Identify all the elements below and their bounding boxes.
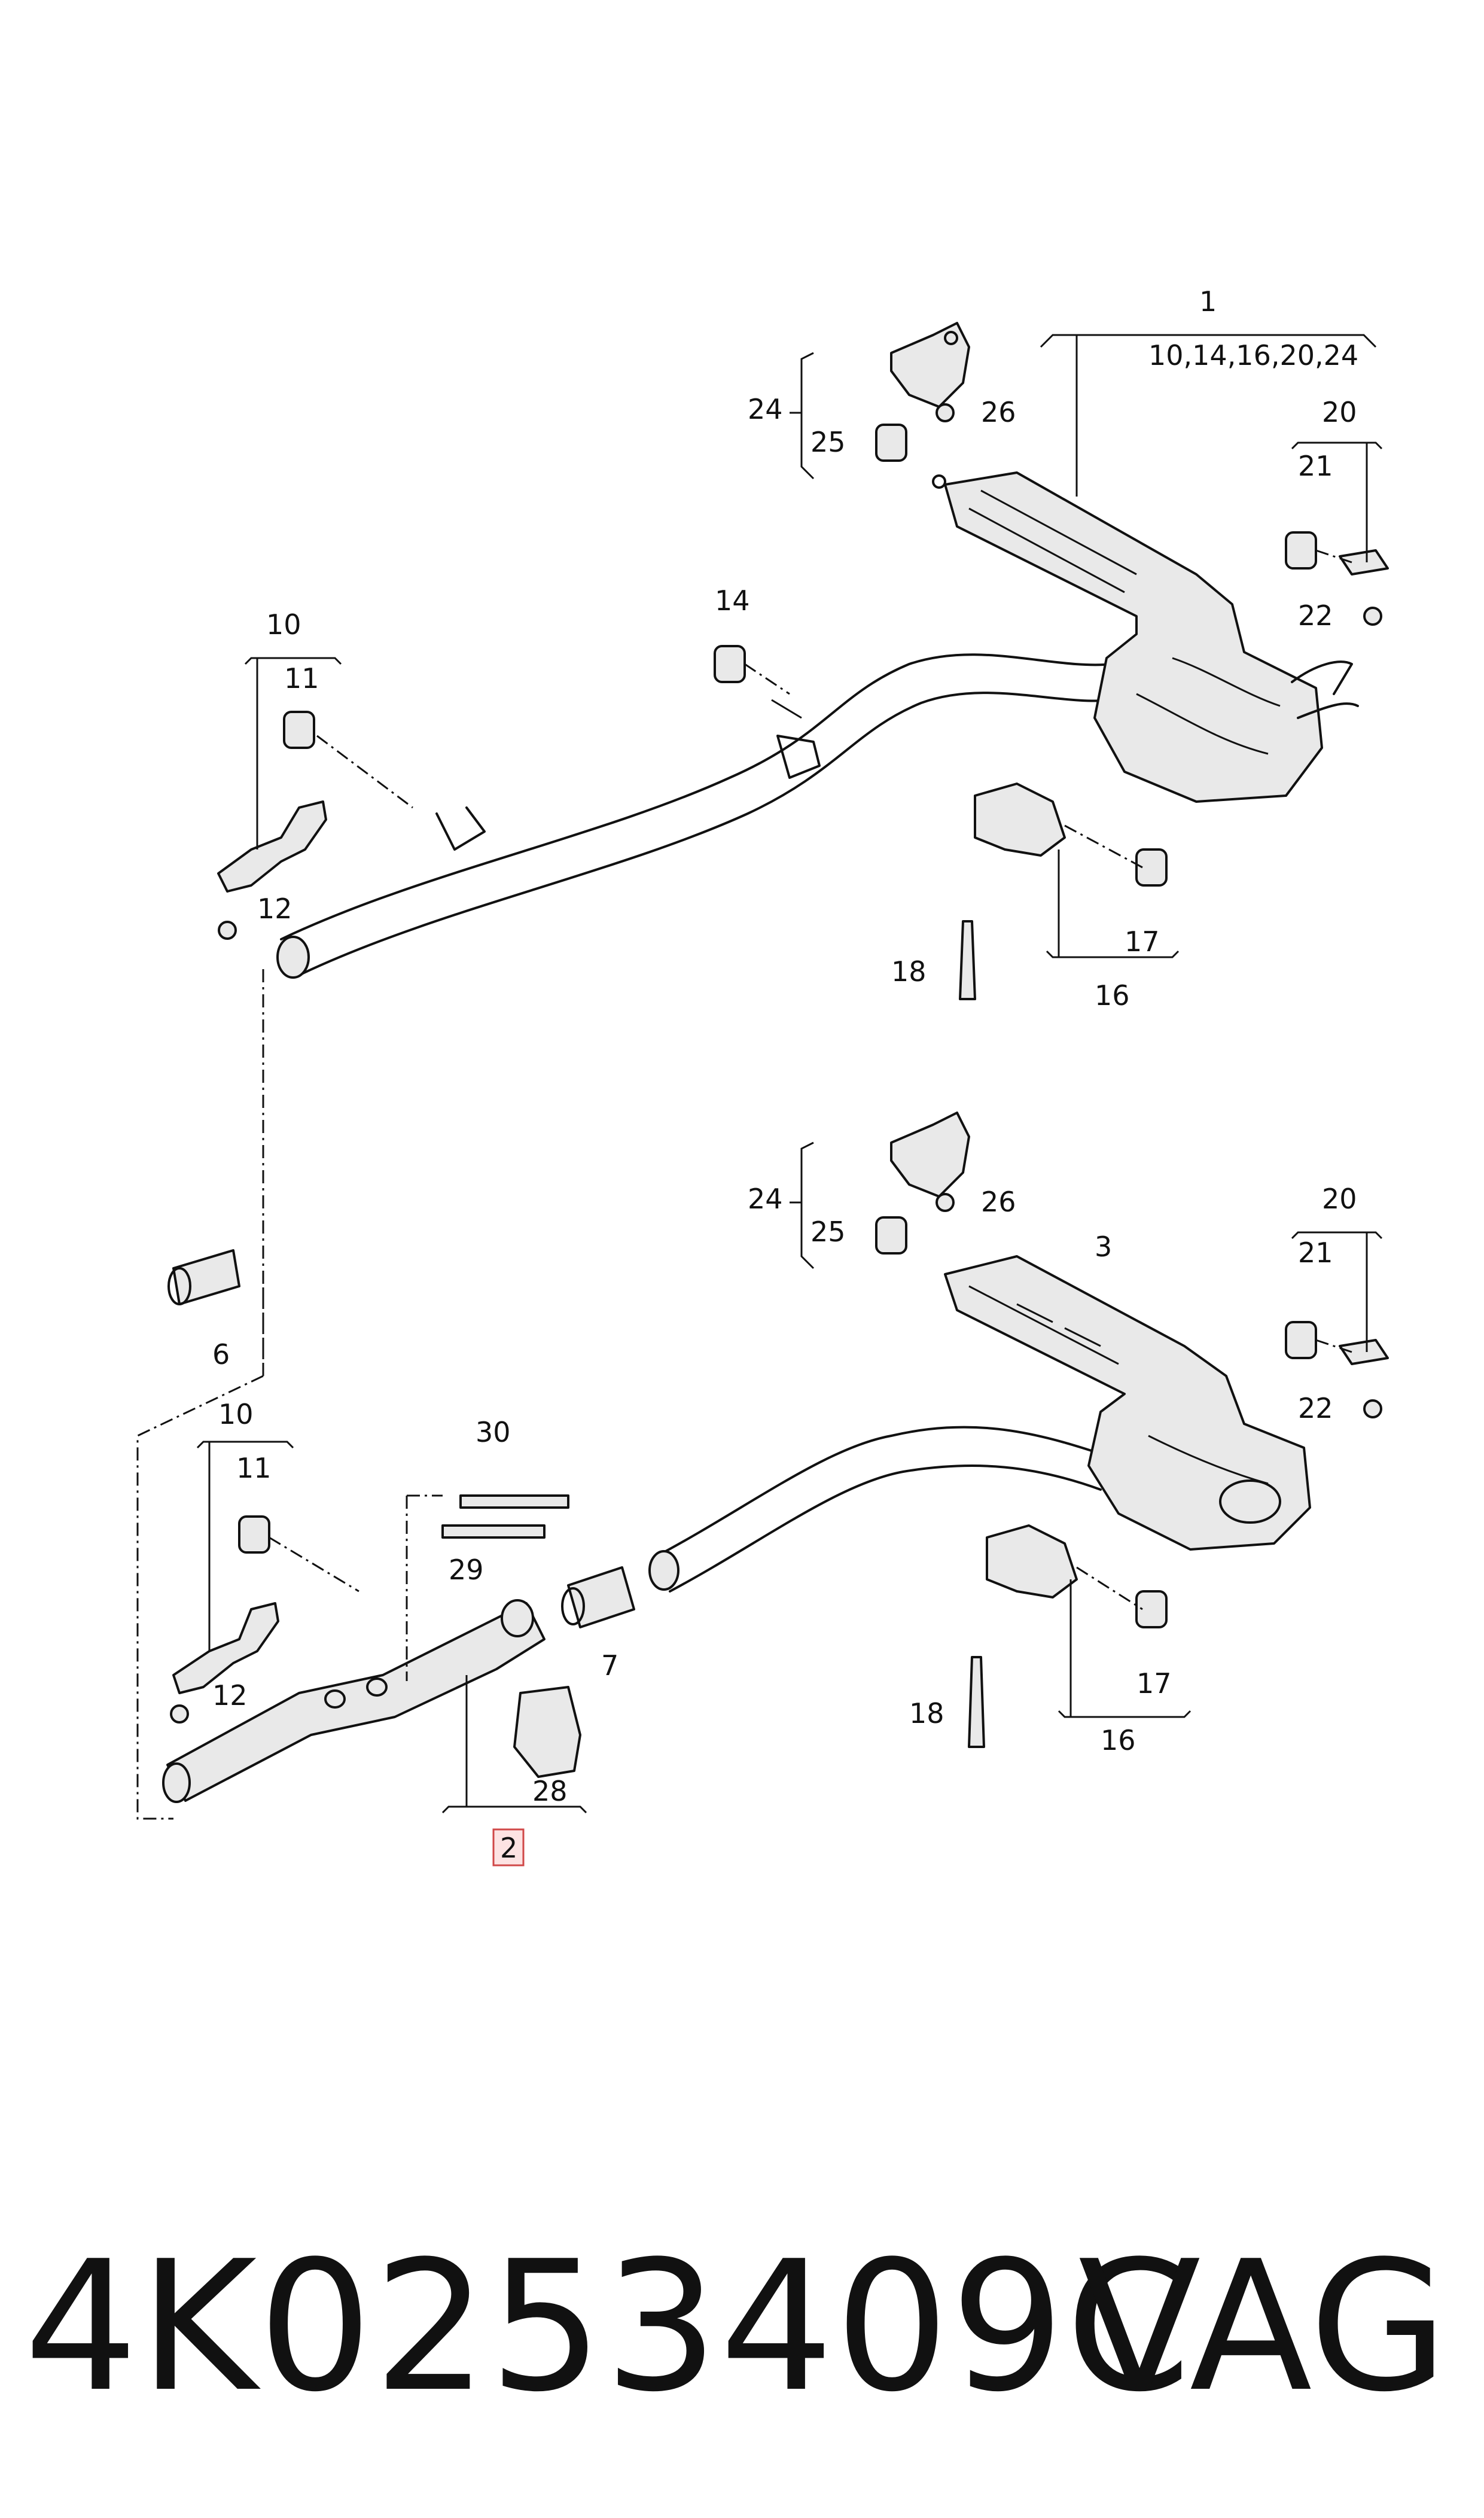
rubber-mount-17-upper	[1135, 848, 1168, 887]
callout-20-lower: 20	[1322, 1183, 1357, 1215]
rubber-mount-11-upper	[283, 711, 315, 749]
callout-10-upper: 10	[266, 608, 301, 641]
rubber-mount-11-lower	[238, 1515, 270, 1554]
part-number: 4K0253409C	[24, 2222, 1193, 2431]
clamp-6	[172, 1249, 240, 1305]
rubber-mount-25-upper	[875, 424, 907, 462]
callout-28: 28	[532, 1775, 568, 1807]
upper-assembly: 1 10,14,16,20,24 24 25 26 20 21 22 14 10…	[217, 285, 1389, 1376]
bolt-22-lower	[1363, 1399, 1382, 1418]
sensor-29	[441, 1524, 546, 1539]
callout-24-upper: 24	[748, 393, 783, 425]
callout-25-upper: 25	[810, 426, 846, 458]
callout-10-lower: 10	[218, 1398, 254, 1430]
callout-1-subparts: 10,14,16,20,24	[1148, 339, 1358, 372]
bolt-18-upper	[959, 920, 976, 1000]
heat-shield-28	[513, 1686, 581, 1778]
callout-22-lower: 22	[1298, 1392, 1333, 1424]
callout-11-lower: 11	[236, 1452, 272, 1484]
sensor-30	[459, 1494, 569, 1509]
callout-18-lower: 18	[909, 1697, 944, 1730]
callout-22-upper: 22	[1298, 599, 1333, 632]
callout-16-upper: 16	[1095, 979, 1130, 1012]
callout-16-lower: 16	[1101, 1724, 1136, 1756]
footer: 4K0253409C VAG	[0, 2202, 1484, 2453]
callout-25-lower: 25	[810, 1216, 846, 1248]
callout-21-lower: 21	[1298, 1237, 1333, 1269]
callout-3: 3	[1095, 1231, 1112, 1263]
callout-6: 6	[212, 1338, 230, 1371]
bracket-20-upper	[1339, 549, 1389, 576]
exhaust-system-diagram: 1 10,14,16,20,24 24 25 26 20 21 22 14 10…	[136, 285, 1389, 1867]
rubber-mount-25-lower	[875, 1216, 907, 1255]
rubber-mount-21-upper	[1285, 531, 1317, 570]
callout-26-upper: 26	[981, 396, 1016, 428]
callout-12-lower: 12	[212, 1679, 248, 1712]
callout-7: 7	[601, 1649, 618, 1682]
rubber-mount-14	[714, 645, 746, 683]
rubber-mount-21-lower	[1285, 1321, 1317, 1359]
callout-21-upper: 21	[1298, 450, 1333, 482]
callout-1: 1	[1199, 285, 1217, 318]
callout-29: 29	[449, 1554, 484, 1586]
bolt-26-upper	[936, 403, 955, 422]
callout-2: 2	[500, 1832, 517, 1864]
callout-30: 30	[476, 1416, 511, 1448]
bracket-16-upper	[974, 783, 1066, 857]
callout-12-upper: 12	[257, 893, 292, 925]
rear-silencer-3	[944, 1255, 1311, 1551]
bolt-12-upper	[218, 921, 237, 940]
bolt-18-lower	[968, 1656, 985, 1748]
bolt-12-lower	[170, 1704, 189, 1724]
callout-20-upper: 20	[1322, 396, 1357, 428]
callout-18-upper: 18	[891, 955, 927, 988]
bolt-26-lower	[936, 1193, 955, 1212]
callout-17-lower: 17	[1136, 1667, 1172, 1700]
brand-label: VAG	[1078, 2222, 1448, 2431]
clamp-7	[567, 1566, 635, 1628]
upper-pipe-end	[276, 936, 310, 979]
callout-11-upper: 11	[284, 662, 319, 695]
bracket-10-lower	[172, 1602, 279, 1694]
callout-14: 14	[715, 584, 750, 617]
rear-silencer-upper	[944, 471, 1323, 803]
bracket-10-upper	[217, 800, 327, 893]
front-pipe-2	[166, 1602, 546, 1802]
pipe-end-lower	[648, 1550, 679, 1591]
lower-assembly: 24 25 26 3 20 21 22 6 10 11 12 30 29 7 2…	[136, 1112, 1389, 1867]
callout-24-lower: 24	[748, 1183, 783, 1215]
bracket-24-lower	[890, 1112, 970, 1198]
callout-26-lower: 26	[981, 1186, 1016, 1218]
bracket-16-lower	[986, 1524, 1078, 1599]
bracket-20-lower	[1339, 1339, 1389, 1365]
callout-17-upper: 17	[1125, 925, 1160, 958]
callout-2-highlight	[492, 1828, 525, 1867]
rubber-mount-17-lower	[1135, 1590, 1168, 1628]
bolt-22-upper	[1363, 607, 1382, 626]
